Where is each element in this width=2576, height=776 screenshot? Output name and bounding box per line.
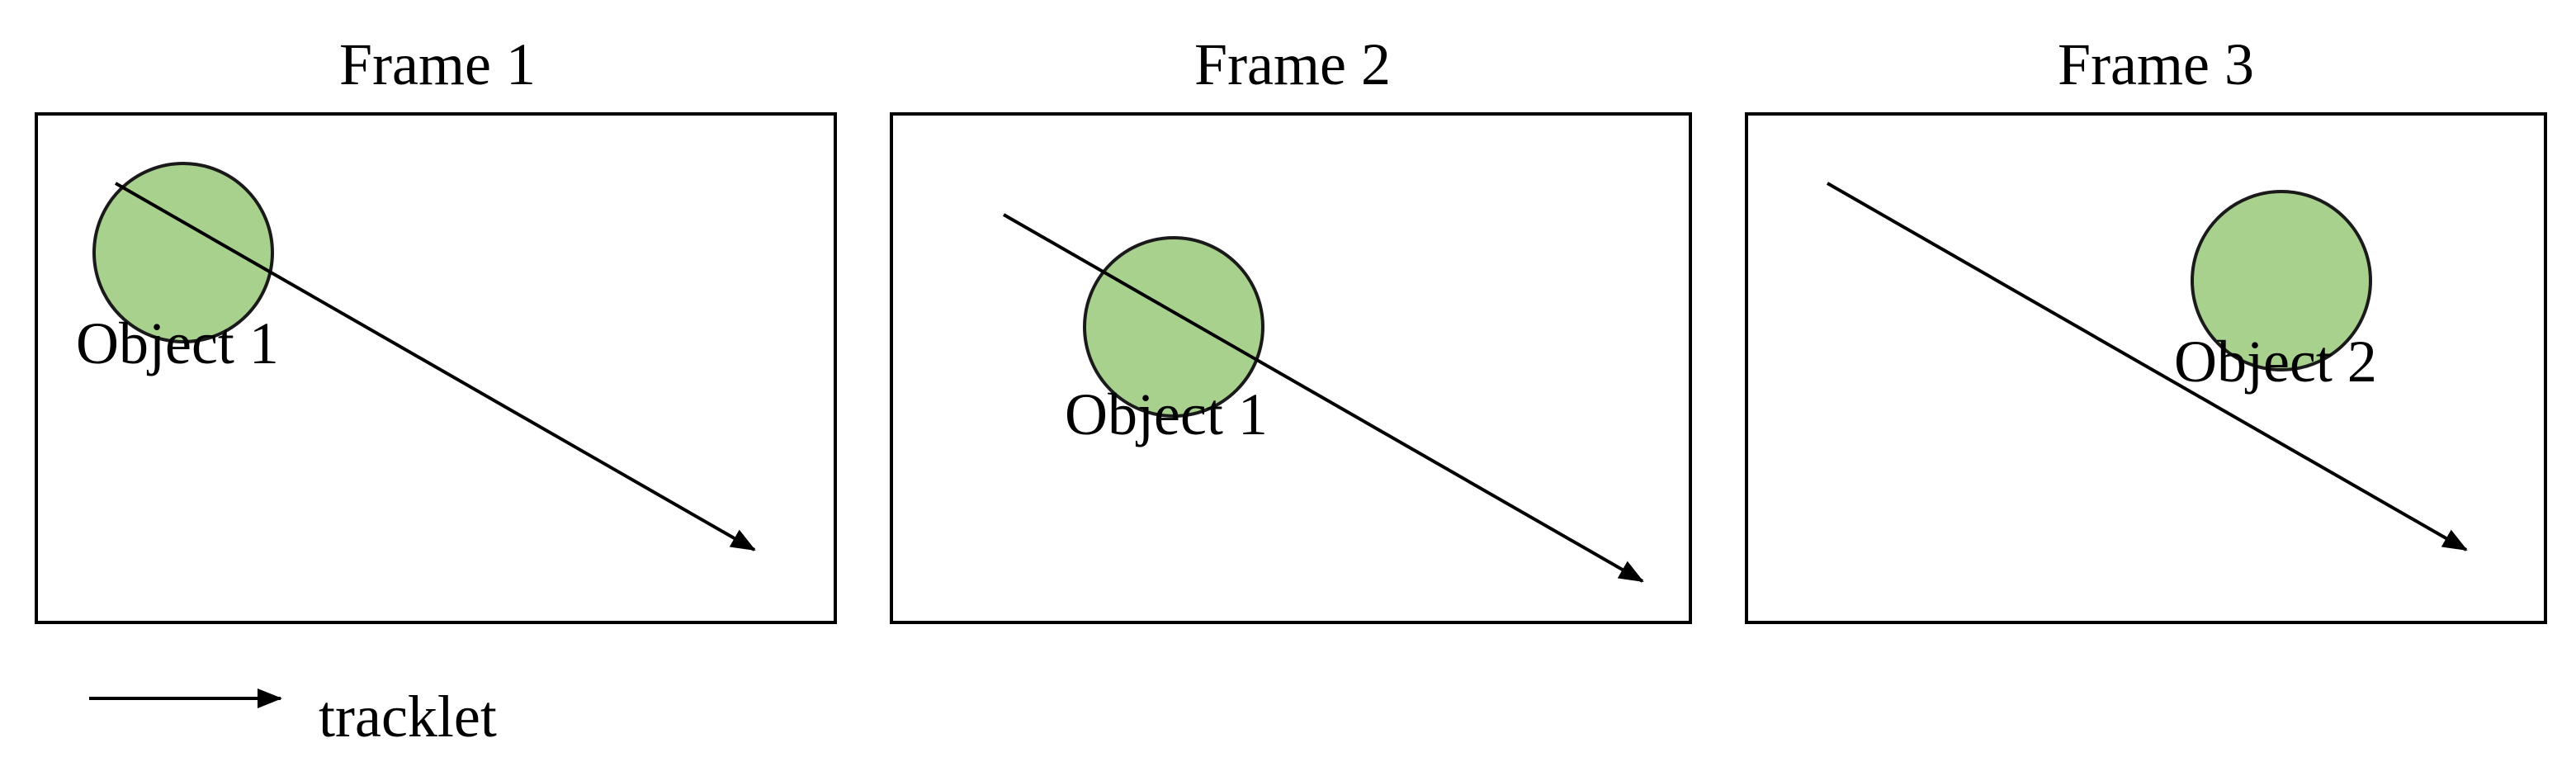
object-label: Object 2 [2174, 329, 2377, 395]
frame-3: Frame 3 Object 2 [1745, 31, 2547, 624]
frame-box [890, 112, 1692, 624]
object-circle [92, 162, 274, 343]
tracklet-arrow [115, 182, 756, 551]
tracklet-arrow [1827, 182, 2468, 551]
frame-1: Frame 1 Object 1 [35, 31, 837, 624]
frame-2: Frame 2 Object 1 [890, 31, 1692, 624]
frame-box [1745, 112, 2547, 624]
object-circle [1083, 236, 1264, 418]
object-label: Object 1 [1065, 381, 1268, 447]
object-circle [2191, 190, 2372, 371]
frame-title: Frame 1 [339, 31, 536, 97]
legend: tracklet [89, 684, 497, 750]
frame-title: Frame 3 [2058, 31, 2254, 97]
object-label: Object 1 [76, 310, 279, 376]
legend-label: tracklet [319, 684, 497, 750]
tracklet-arrow [1003, 213, 1644, 583]
frame-title: Frame 2 [1194, 31, 1391, 97]
